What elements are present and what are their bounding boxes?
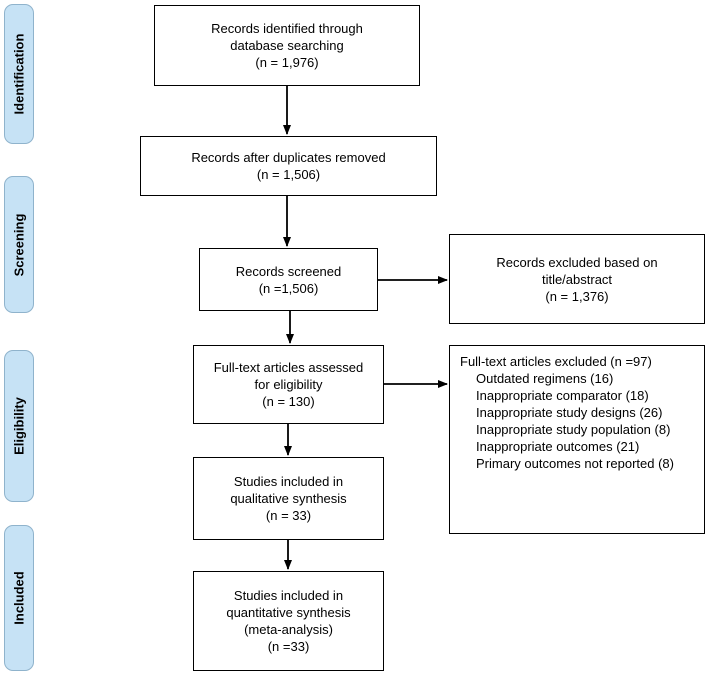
box-line: Records identified through xyxy=(211,21,363,36)
box-line: for eligibility xyxy=(254,377,323,392)
box-fulltext-excluded: Full-text articles excluded (n =97) Outd… xyxy=(449,345,705,534)
excluded-heading: Full-text articles excluded (n =97) xyxy=(460,354,652,369)
phase-screening: Screening xyxy=(4,176,34,313)
phase-eligibility: Eligibility xyxy=(4,350,34,502)
box-line: qualitative synthesis xyxy=(230,491,347,506)
box-line: database searching xyxy=(230,38,344,53)
excluded-reason: Inappropriate study population (8) xyxy=(476,422,671,437)
box-line: (n =33) xyxy=(267,639,310,654)
box-quantitative-synthesis: Studies included in quantitative synthes… xyxy=(193,571,384,671)
box-records-screened: Records screened (n =1,506) xyxy=(199,248,378,311)
box-line: (n =1,506) xyxy=(258,280,319,296)
box-qualitative-synthesis: Studies included in qualitative synthesi… xyxy=(193,457,384,540)
phase-label: Eligibility xyxy=(11,397,27,455)
box-line: Studies included in xyxy=(233,474,344,489)
box-line: Full-text articles assessed xyxy=(213,360,364,375)
phase-label: Included xyxy=(11,571,27,625)
excluded-reason: Inappropriate comparator (18) xyxy=(476,388,649,403)
phase-identification: Identification xyxy=(4,4,34,144)
box-fulltext-assessed: Full-text articles assessed for eligibil… xyxy=(193,345,384,424)
excluded-reason: Primary outcomes not reported (8) xyxy=(476,456,674,471)
box-line: quantitative synthesis xyxy=(226,605,351,620)
phase-label: Identification xyxy=(11,33,27,115)
box-line: Records excluded based on xyxy=(496,254,658,270)
excluded-reason: Inappropriate outcomes (21) xyxy=(476,439,640,454)
box-line: title/abstract xyxy=(541,271,613,287)
box-line: (n = 130) xyxy=(262,394,315,409)
box-line: (meta-analysis) xyxy=(244,622,333,637)
phase-included: Included xyxy=(4,525,34,671)
phase-label: Screening xyxy=(11,213,27,276)
box-line: Records after duplicates removed xyxy=(191,150,386,165)
box-line: (n = 1,376) xyxy=(545,288,609,304)
box-line: (n = 1,506) xyxy=(256,167,321,182)
box-line: Records screened xyxy=(235,263,342,279)
box-line: (n = 33) xyxy=(265,508,312,523)
excluded-reason: Inappropriate study designs (26) xyxy=(476,405,663,420)
box-duplicates-removed: Records after duplicates removed (n = 1,… xyxy=(140,136,437,196)
box-line: Studies included in xyxy=(233,588,344,603)
excluded-reason: Outdated regimens (16) xyxy=(476,371,614,386)
box-records-identified: Records identified through database sear… xyxy=(154,5,420,86)
box-line: (n = 1,976) xyxy=(255,55,319,70)
box-excluded-title-abstract: Records excluded based on title/abstract… xyxy=(449,234,705,324)
